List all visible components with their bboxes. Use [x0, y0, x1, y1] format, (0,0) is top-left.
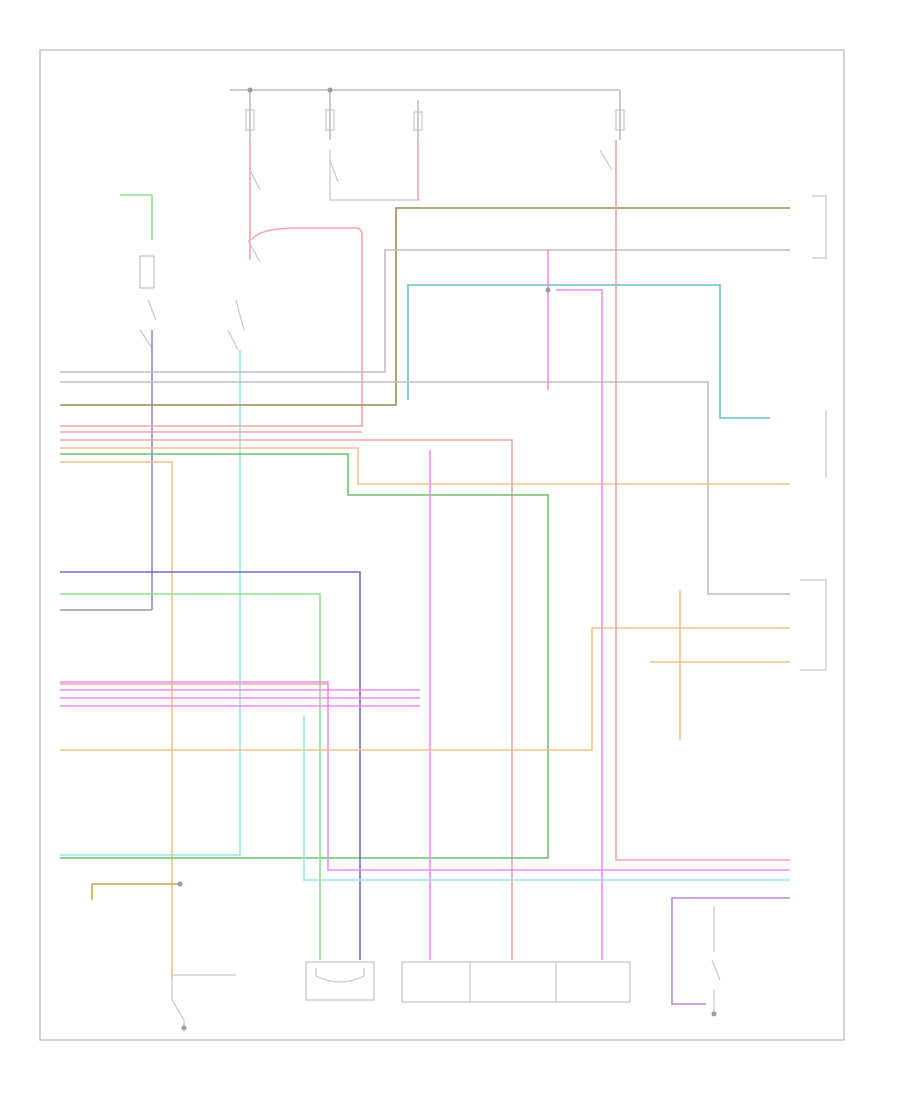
ignition-switch-icon [227, 169, 261, 351]
wire-green-long [60, 593, 321, 960]
relay-ground-dot [711, 1011, 717, 1017]
relay-contact-icon [711, 906, 721, 1012]
clutch-switch-box [139, 255, 155, 289]
vehicle-speed-sensor-box [305, 961, 375, 1001]
wire-cyan-vertical [60, 350, 241, 856]
wire-dkyellow-bottom-left [91, 883, 180, 900]
wire-top-bus [230, 89, 621, 140]
wire-green-mid [60, 453, 549, 859]
wire-red-horizontals [60, 431, 513, 960]
wire-orange-lower [60, 590, 790, 751]
wire-gray-module [547, 250, 603, 960]
transmission-module-box [401, 961, 631, 1003]
diagram-frame [39, 49, 845, 1041]
switch-contact-icon [139, 299, 157, 349]
wire-orange-mid [60, 447, 790, 485]
wire-lightgreen-top-left [120, 194, 153, 240]
splice-dot [327, 87, 333, 93]
wire-pink-bundle [60, 450, 790, 960]
splice-dot [177, 881, 183, 887]
relay-switch-icon [329, 149, 613, 201]
splice-dot [247, 87, 253, 93]
range-sensor-bracket-icon [812, 195, 827, 259]
wire-navy [60, 571, 361, 960]
wire-purple-bottom-right [671, 897, 790, 1005]
wire-cyan-bottom [303, 716, 790, 881]
splice-dot [545, 287, 551, 293]
wire-teal-long [407, 284, 770, 419]
sensor-coil-icon [315, 968, 365, 983]
wire-olive-top [60, 207, 790, 406]
power-distribution [227, 89, 625, 351]
wire-red-loop [60, 227, 363, 427]
wire-red-module [615, 140, 790, 861]
wire-orange-vertical [60, 461, 173, 980]
module-divider [469, 962, 557, 1002]
wire-gray-horizontal-a [60, 249, 790, 373]
wire-gray-horizontal-b [60, 381, 790, 595]
wire-fuse-a-red [249, 140, 419, 260]
ground-dot [181, 1025, 187, 1031]
oss-sensor-bracket-icon [800, 579, 827, 671]
neutral-switch-icon [171, 974, 236, 1030]
fuse-icon [245, 109, 625, 131]
